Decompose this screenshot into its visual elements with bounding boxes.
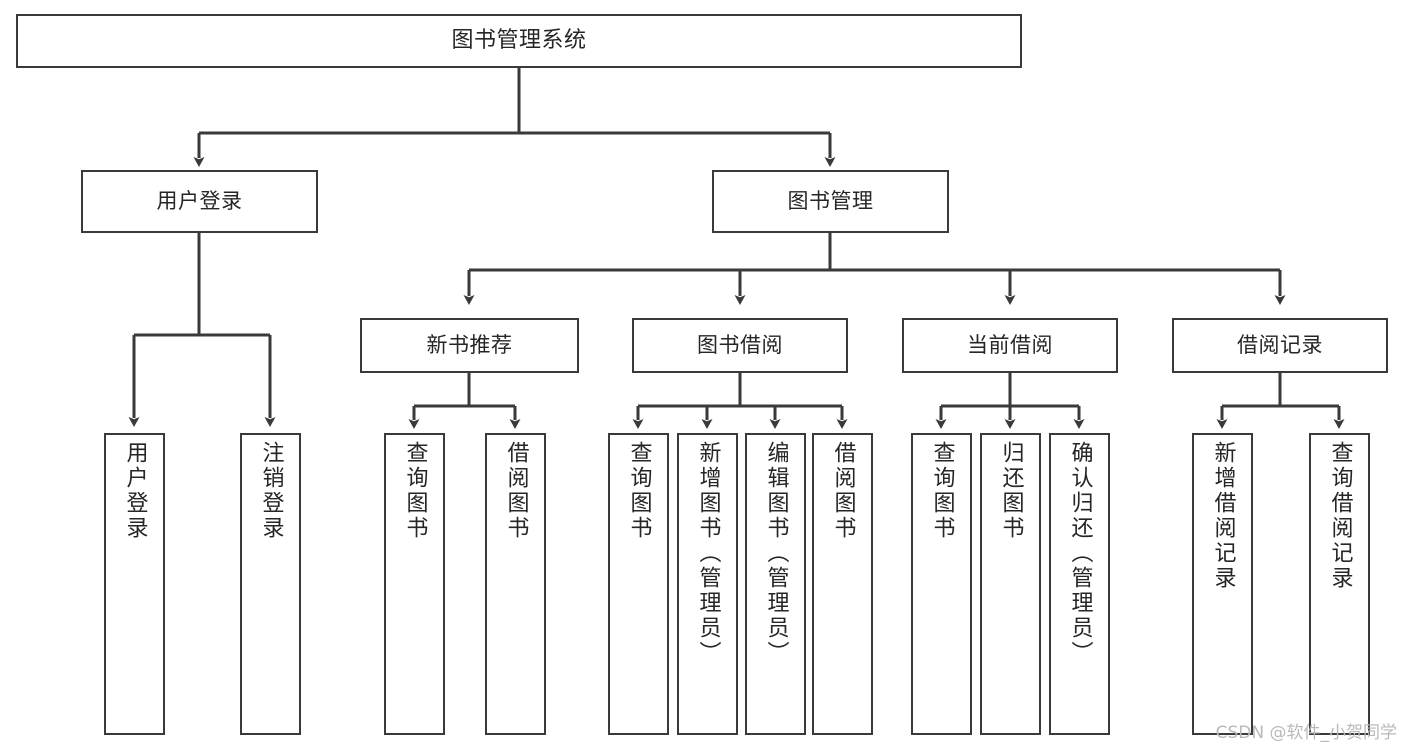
- leaf-current-borrow-query[interactable]: 查询图书: [911, 433, 972, 735]
- node-current-borrow-label: 当前借阅: [967, 332, 1053, 357]
- leaf-current-borrow-confirm-return-label: 确认归还（管理员）: [1067, 441, 1093, 666]
- leaf-new-book-query[interactable]: 查询图书: [384, 433, 445, 735]
- node-book-management[interactable]: 图书管理: [712, 170, 949, 233]
- leaf-current-borrow-return-label: 归还图书: [998, 441, 1024, 541]
- leaf-borrow-record-query-label: 查询借阅记录: [1327, 441, 1353, 591]
- node-new-book-recommend[interactable]: 新书推荐: [360, 318, 579, 373]
- leaf-user-login-signout[interactable]: 注销登录: [240, 433, 301, 735]
- node-root-system-label: 图书管理系统: [451, 27, 587, 53]
- node-borrow-record-label: 借阅记录: [1237, 332, 1323, 357]
- leaf-book-borrow-add-label: 新增图书（管理员）: [695, 441, 721, 666]
- leaf-book-borrow-add[interactable]: 新增图书（管理员）: [677, 433, 738, 735]
- node-book-management-label: 图书管理: [787, 188, 874, 213]
- leaf-book-borrow-query[interactable]: 查询图书: [608, 433, 669, 735]
- leaf-user-login-signin[interactable]: 用户登录: [104, 433, 165, 735]
- leaf-user-login-signin-label: 用户登录: [122, 441, 148, 541]
- leaf-book-borrow-edit-label: 编辑图书（管理员）: [763, 441, 789, 666]
- leaf-book-borrow-query-label: 查询图书: [626, 441, 652, 541]
- leaf-user-login-signout-label: 注销登录: [258, 441, 284, 541]
- leaf-new-book-query-label: 查询图书: [402, 441, 428, 541]
- node-new-book-recommend-label: 新书推荐: [426, 332, 513, 357]
- leaf-current-borrow-return[interactable]: 归还图书: [980, 433, 1041, 735]
- leaf-book-borrow-lend[interactable]: 借阅图书: [812, 433, 873, 735]
- node-book-borrow-label: 图书借阅: [697, 332, 783, 357]
- leaf-borrow-record-add[interactable]: 新增借阅记录: [1192, 433, 1253, 735]
- leaf-current-borrow-query-label: 查询图书: [929, 441, 955, 541]
- leaf-book-borrow-lend-label: 借阅图书: [830, 441, 856, 541]
- leaf-book-borrow-edit[interactable]: 编辑图书（管理员）: [745, 433, 806, 735]
- leaf-borrow-record-query[interactable]: 查询借阅记录: [1309, 433, 1370, 735]
- leaf-current-borrow-confirm-return[interactable]: 确认归还（管理员）: [1049, 433, 1110, 735]
- leaf-new-book-borrow-label: 借阅图书: [503, 441, 529, 541]
- leaf-borrow-record-add-label: 新增借阅记录: [1210, 441, 1236, 591]
- node-user-login-label: 用户登录: [156, 188, 243, 213]
- node-current-borrow[interactable]: 当前借阅: [902, 318, 1118, 373]
- node-root-system[interactable]: 图书管理系统: [16, 14, 1022, 68]
- watermark-text: CSDN @软件_小贺同学: [1215, 723, 1397, 743]
- node-book-borrow[interactable]: 图书借阅: [632, 318, 848, 373]
- node-borrow-record[interactable]: 借阅记录: [1172, 318, 1388, 373]
- leaf-new-book-borrow[interactable]: 借阅图书: [485, 433, 546, 735]
- node-user-login[interactable]: 用户登录: [81, 170, 318, 233]
